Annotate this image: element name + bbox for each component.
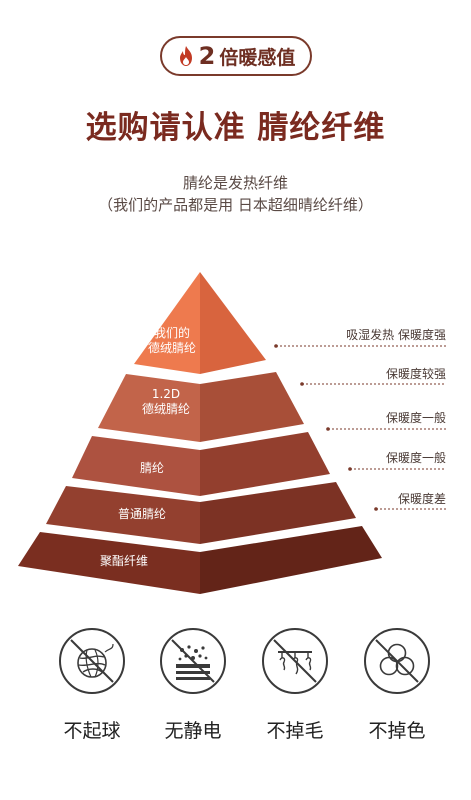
level-3-label: 腈纶 — [140, 461, 164, 475]
feature-no-fading: 不掉色 — [347, 628, 447, 743]
pyramid-level-4 — [46, 482, 356, 544]
level-2-note: 保暖度较强 — [386, 366, 446, 381]
feature-label-no-shedding: 不掉毛 — [266, 720, 324, 742]
pyramid-level-3 — [72, 432, 330, 496]
fiber-pyramid: 我们的 德绒腈纶 1.2D 德绒腈纶 腈纶 普通腈纶 聚酯纤维 吸湿发热 保暖度… — [18, 272, 446, 594]
subtitle-line-2: （我们的产品都是用 日本超细晴纶纤维） — [98, 196, 373, 214]
level-5-label: 聚酯纤维 — [100, 554, 148, 568]
no-static-icon — [160, 628, 226, 694]
flame-icon — [179, 46, 192, 66]
yarn-ball-no-icon — [59, 628, 125, 694]
feature-icons: 不起球 无静电 — [0, 628, 471, 748]
pyramid-level-5 — [18, 526, 382, 594]
subtitle-line-1: 腈纶是发热纤维 — [182, 174, 288, 192]
level-5-note: 保暖度差 — [398, 491, 446, 506]
level-1-note: 吸湿发热 保暖度强 — [346, 327, 446, 342]
feature-label-no-static: 无静电 — [164, 720, 222, 742]
pyramid-level-2 — [98, 372, 304, 442]
feature-label-no-pilling: 不起球 — [63, 720, 121, 742]
feature-no-pilling: 不起球 — [42, 628, 142, 743]
feature-no-shedding: 不掉毛 — [245, 628, 345, 743]
warmth-badge: 2 倍暖感值 — [160, 36, 312, 76]
level-4-note: 保暖度一般 — [386, 450, 446, 465]
feature-label-no-fading: 不掉色 — [368, 720, 426, 742]
no-shedding-icon — [262, 628, 328, 694]
badge-text: 倍暖感值 — [219, 46, 296, 69]
level-2-label-a: 1.2D — [152, 387, 180, 401]
feature-no-static: 无静电 — [143, 628, 243, 743]
no-fading-icon — [364, 628, 430, 694]
level-2-label-b: 德绒腈纶 — [142, 401, 190, 416]
level-1-label-a: 我们的 — [154, 325, 190, 340]
badge-number: 2 — [198, 42, 216, 70]
page-title: 选购请认准 腈纶纤维 — [85, 110, 386, 146]
level-4-label: 普通腈纶 — [118, 507, 166, 521]
level-3-note: 保暖度一般 — [386, 410, 446, 425]
pyramid-level-1 — [134, 272, 266, 374]
level-1-label-b: 德绒腈纶 — [148, 340, 196, 355]
